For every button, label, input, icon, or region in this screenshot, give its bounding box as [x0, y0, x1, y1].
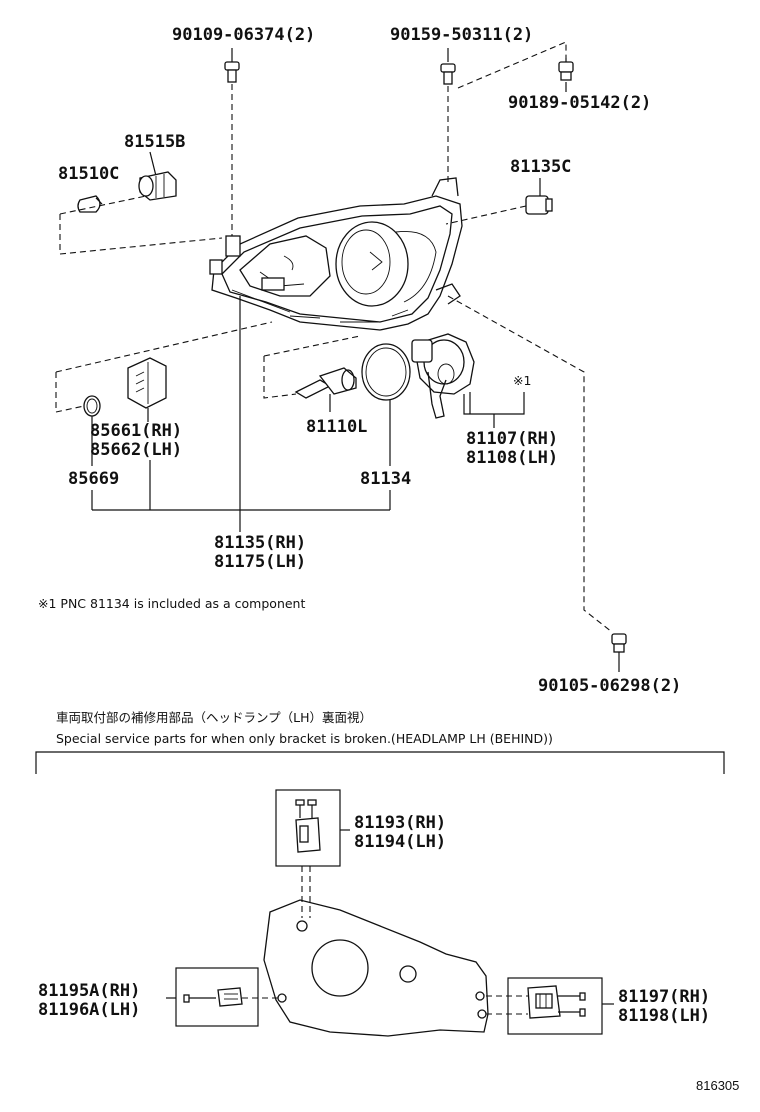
label-socket-81135c[interactable]: 81135C: [510, 157, 571, 177]
label-nut-90189[interactable]: 90189-05142(2): [508, 93, 651, 113]
label-bracket-right-rh[interactable]: 81197(RH): [618, 987, 710, 1007]
label-computer-rh[interactable]: 81107(RH): [466, 429, 558, 449]
label-assy-lh[interactable]: 81175(LH): [214, 552, 306, 572]
bracket-81197-box: [507, 977, 603, 1035]
label-oring-85669[interactable]: 85669: [68, 469, 119, 489]
bulb-81110l-icon: [294, 367, 357, 412]
label-computer-lh[interactable]: 81108(LH): [466, 448, 558, 468]
footnote: ※1 PNC 81134 is included as a component: [38, 596, 305, 611]
label-ring-81134[interactable]: 81134: [360, 469, 411, 489]
oring-85669-icon: [83, 395, 101, 417]
label-bracket-top-lh[interactable]: 81194(LH): [354, 832, 446, 852]
actuator-85661-icon: [127, 357, 167, 422]
bracket-81197-icon: [527, 985, 586, 1019]
bracket-81195a-box: [175, 967, 259, 1027]
bulb-81510c-icon: [77, 195, 103, 213]
computer-81107-icon: [411, 333, 475, 419]
ring-81134-icon: [361, 343, 411, 466]
drawing-number: 816305: [696, 1078, 739, 1093]
nut-90189-icon: [457, 41, 574, 92]
bracket-81193-icon: [295, 799, 321, 853]
socket-81135c-icon: [445, 178, 553, 225]
label-bulb-81510c[interactable]: 81510C: [58, 164, 119, 184]
label-bolt-90109[interactable]: 90109-06374(2): [172, 25, 315, 45]
label-bolt-90159[interactable]: 90159-50311(2): [390, 25, 533, 45]
label-actuator-lh[interactable]: 85662(LH): [90, 440, 182, 460]
socket-81515b-icon: [138, 151, 177, 201]
label-bolt-90105[interactable]: 90105-06298(2): [538, 676, 681, 696]
label-bulb-81110l[interactable]: 81110L: [306, 417, 367, 437]
label-bracket-left-lh[interactable]: 81196A(LH): [38, 1000, 140, 1020]
bracket-81195a-icon: [183, 987, 243, 1007]
service-title-jp: 車両取付部の補修用部品（ヘッドランプ（LH）裏面視）: [56, 710, 372, 725]
label-bulb-81515b[interactable]: 81515B: [124, 132, 185, 152]
headlamp-back-outline[interactable]: [263, 899, 489, 1037]
headlamp-housing[interactable]: [209, 177, 463, 331]
label-bracket-left-rh[interactable]: 81195A(RH): [38, 981, 140, 1001]
bolt-90109-icon: [224, 48, 240, 238]
service-section-bracket: [35, 751, 725, 774]
ref-mark: ※1: [513, 373, 531, 388]
label-bracket-right-lh[interactable]: 81198(LH): [618, 1006, 710, 1026]
bolt-90105-icon: [611, 633, 627, 672]
label-bracket-top-rh[interactable]: 81193(RH): [354, 813, 446, 833]
label-actuator-rh[interactable]: 85661(RH): [90, 421, 182, 441]
label-assy-rh[interactable]: 81135(RH): [214, 533, 306, 553]
bracket-81193-box: [275, 789, 341, 867]
service-title-en: Special service parts for when only brac…: [56, 731, 553, 746]
bolt-90159-icon: [440, 48, 456, 186]
